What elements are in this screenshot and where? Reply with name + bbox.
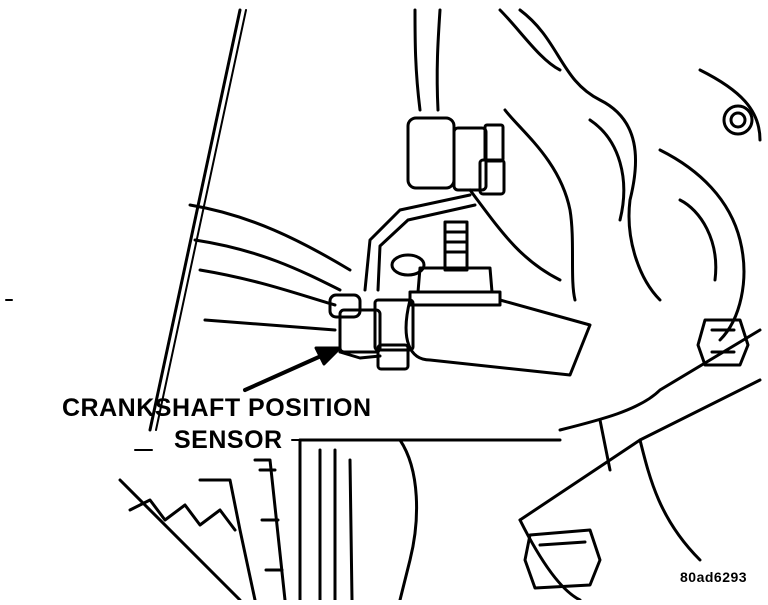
mounting-stud [443,220,469,272]
bolt-bottom [523,528,602,590]
washer [390,253,426,277]
figure-code: 80ad6293 [680,569,748,585]
axle-boot [118,458,287,602]
callout-label-line1: CRANKSHAFT POSITION [62,394,372,422]
engine-block [468,8,762,342]
crankshaft-position-sensor [328,293,415,371]
sensor-wire [363,193,477,292]
flywheel-housing [298,438,562,602]
sensor-bracket [404,298,592,377]
hose-bundle [188,203,352,332]
mounting-nut [408,266,502,307]
harness-pipe [406,8,506,196]
left-body-edge [148,8,247,432]
bolt-top-right [722,104,754,136]
callout-label-line2: SENSOR [174,426,283,454]
transmission-housing [518,328,762,602]
